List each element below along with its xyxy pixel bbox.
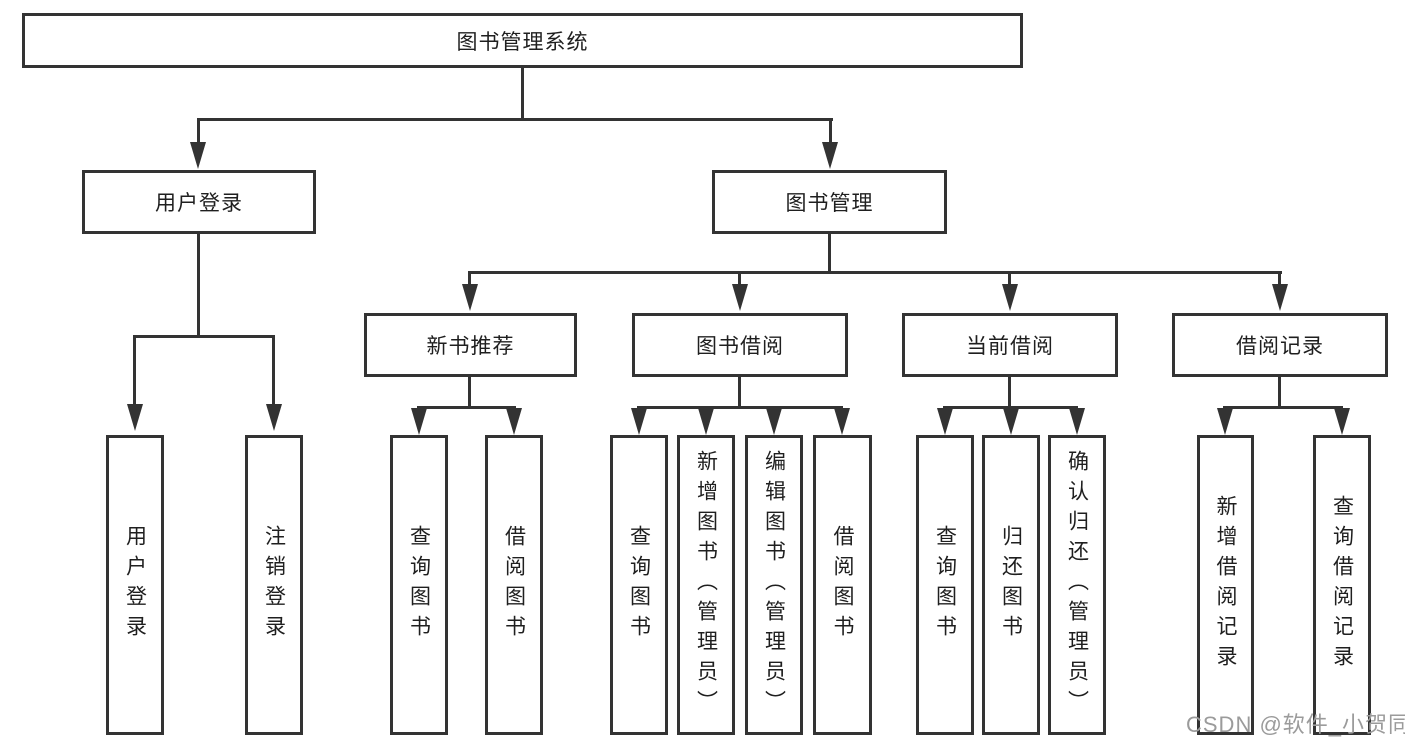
connector-user-login-hline [133, 335, 275, 338]
node-library-management-system: 图书管理系统 [22, 13, 1023, 68]
leaf-add-books-admin: 新增图书（管理员） [677, 435, 735, 735]
leaf-borrow-books-borrow: 借阅图书 [813, 435, 872, 735]
node-borrowing-records: 借阅记录 [1172, 313, 1388, 377]
leaf-label: 查询借阅记录 [1330, 495, 1354, 675]
node-book-management: 图书管理 [712, 170, 947, 234]
connector-arrow-current-borrow [1008, 273, 1011, 286]
connector-current-borrow-stem [1008, 376, 1011, 408]
arrowhead-query-borrow-record [1334, 408, 1350, 435]
leaf-logout: 注销登录 [245, 435, 303, 735]
connector-arrow-book-management [829, 120, 832, 146]
leaf-label: 归还图书 [999, 525, 1023, 645]
arrowhead-add-books [698, 408, 714, 435]
connector-book-borrow-stem [738, 376, 741, 408]
arrowhead-borrow-records [1272, 284, 1288, 311]
leaf-borrow-books-recommend: 借阅图书 [485, 435, 543, 735]
connector-arrow-new-book [468, 273, 471, 286]
connector-book-borrow-hline [637, 406, 843, 409]
node-label: 借阅记录 [1236, 335, 1324, 358]
leaf-label: 编辑图书（管理员） [762, 450, 786, 720]
leaf-user-login: 用户登录 [106, 435, 164, 735]
arrowhead-add-borrow-record [1217, 408, 1233, 435]
node-label: 图书管理 [785, 192, 874, 215]
arrowhead-edit-books [766, 408, 782, 435]
connector-arrow-leaf-user-login [133, 337, 136, 407]
node-book-borrowing: 图书借阅 [632, 313, 848, 377]
connector-level2-hline [468, 271, 1282, 274]
node-label: 用户登录 [155, 192, 243, 215]
leaf-query-books-recommend: 查询图书 [390, 435, 448, 735]
node-label: 图书借阅 [696, 335, 784, 358]
arrowhead-borrow-books-b [834, 408, 850, 435]
node-user-login: 用户登录 [82, 170, 316, 234]
leaf-query-books-current: 查询图书 [916, 435, 974, 735]
leaf-label: 借阅图书 [831, 525, 854, 645]
arrowhead-book-borrow [732, 284, 748, 311]
connector-borrow-records-hline [1223, 406, 1343, 409]
connector-new-book-stem [468, 376, 471, 408]
arrowhead-query-books-c [937, 408, 953, 435]
arrowhead-user-login [190, 142, 206, 169]
arrowhead-new-book [462, 284, 478, 311]
leaf-confirm-return-admin: 确认归还（管理员） [1048, 435, 1106, 735]
arrowhead-book-management [822, 142, 838, 169]
connector-current-borrow-hline [943, 406, 1078, 409]
leaf-label: 查询图书 [627, 525, 651, 645]
connector-level1-hline [197, 118, 833, 121]
leaf-label: 新增借阅记录 [1214, 495, 1237, 675]
arrowhead-leaf-logout [266, 404, 282, 431]
leaf-edit-books-admin: 编辑图书（管理员） [745, 435, 803, 735]
watermark: CSDN @软件_小贺同学 [1186, 712, 1405, 737]
leaf-query-books-borrow: 查询图书 [610, 435, 668, 735]
leaf-label: 查询图书 [407, 525, 431, 645]
leaf-label: 用户登录 [123, 525, 147, 645]
connector-arrow-borrow-records [1278, 273, 1281, 286]
leaf-label: 新增图书（管理员） [694, 450, 718, 720]
leaf-label: 确认归还（管理员） [1065, 450, 1089, 720]
node-label: 新书推荐 [426, 335, 515, 358]
leaf-label: 注销登录 [262, 525, 286, 645]
leaf-label: 借阅图书 [502, 525, 526, 645]
leaf-label: 查询图书 [933, 525, 957, 645]
arrowhead-current-borrow [1002, 284, 1018, 311]
arrowhead-query-books-b [631, 408, 647, 435]
connector-new-book-hline [417, 406, 516, 409]
arrowhead-borrow-books-a [506, 408, 522, 435]
node-label: 当前借阅 [966, 335, 1054, 358]
node-current-borrowing: 当前借阅 [902, 313, 1118, 377]
connector-arrow-leaf-logout [272, 337, 275, 407]
connector-arrow-book-borrow [738, 273, 741, 286]
arrowhead-query-books-a [411, 408, 427, 435]
connector-root-stem [521, 66, 524, 120]
arrowhead-leaf-user-login [127, 404, 143, 431]
leaf-add-borrow-record: 新增借阅记录 [1197, 435, 1254, 735]
node-label: 图书管理系统 [456, 30, 589, 54]
connector-arrow-user-login [197, 120, 200, 146]
node-new-book-recommendation: 新书推荐 [364, 313, 577, 377]
leaf-query-borrow-record: 查询借阅记录 [1313, 435, 1371, 735]
connector-borrow-records-stem [1278, 376, 1281, 408]
connector-book-management-stem [828, 233, 831, 273]
connector-user-login-stem [197, 232, 200, 337]
arrowhead-return-books [1003, 408, 1019, 435]
arrowhead-confirm-return [1069, 408, 1085, 435]
leaf-return-books: 归还图书 [982, 435, 1040, 735]
